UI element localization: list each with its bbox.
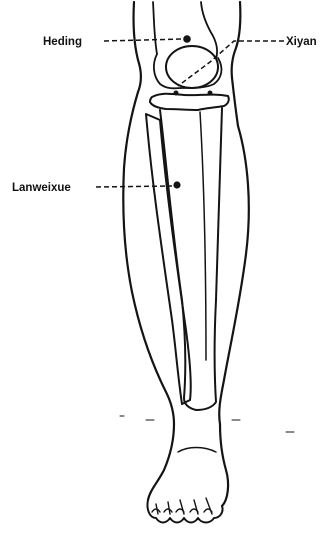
thigh-left-edge (133, 2, 141, 92)
patella (166, 46, 218, 88)
foot-left-edge (148, 424, 174, 500)
foot (147, 424, 228, 523)
heding-leader (104, 39, 183, 41)
ankle-line (178, 448, 216, 453)
lower-leg-bones (146, 108, 222, 410)
lanweixue-leader (96, 186, 172, 187)
tibia-outline (160, 108, 222, 410)
femur-left-line (153, 2, 157, 54)
knee-dot-left (174, 91, 179, 96)
lanweixue-label: Lanweixue (12, 182, 71, 194)
heding-point (183, 35, 191, 43)
heding-label: Heding (43, 36, 82, 48)
scan-marks (120, 416, 294, 432)
shin-right-edge (219, 78, 249, 424)
thigh-right-edge (232, 2, 241, 78)
femur-right-line (201, 2, 217, 58)
xiyan-label: Xiyan (286, 36, 317, 48)
femur-condyles (154, 54, 222, 88)
toenails (152, 509, 212, 512)
tibia-crest (200, 112, 206, 360)
foot-right-edge (220, 424, 228, 506)
knee-dot-right (208, 91, 213, 96)
acupoint-markers (173, 35, 190, 188)
tibial-plateau (150, 94, 229, 110)
lanweixue-point (173, 181, 180, 188)
